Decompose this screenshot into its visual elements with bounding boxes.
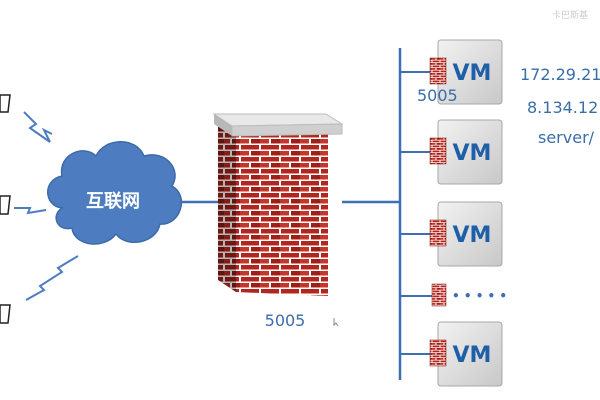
firewall-port-label: 5005 [265, 311, 306, 330]
ip-line-3: server/ [538, 128, 595, 147]
vm-label: VM [453, 141, 492, 166]
vm-port-label: 5005 [417, 86, 458, 105]
vm-label: VM [453, 223, 492, 248]
wireless-link-bottom [25, 255, 79, 301]
internet-cloud [47, 141, 183, 245]
vm-node-2: VM [429, 119, 503, 185]
wireless-link-top [23, 111, 53, 143]
client-device-bottom [0, 304, 11, 324]
cloud-label: 互联网 [86, 191, 140, 212]
client-device-middle [0, 195, 11, 215]
more-vms-ellipsis: • • • • • [431, 283, 507, 307]
vm-node-1: VM [429, 39, 503, 105]
ellipsis-dots: • • • • • [452, 289, 507, 303]
ip-line-2: 8.134.12 [527, 98, 598, 117]
vm-label: VM [453, 61, 492, 86]
mouse-cursor-icon [333, 318, 339, 327]
vm-label: VM [453, 343, 492, 368]
vm-node-4: VM [429, 321, 503, 387]
watermark: 卡巴斯基 [552, 9, 588, 21]
vm-node-3: VM [429, 201, 503, 267]
firewall [212, 113, 344, 296]
ip-line-1: 172.29.21 [520, 65, 600, 84]
wireless-link-middle [14, 207, 47, 215]
client-device-top [0, 94, 11, 113]
